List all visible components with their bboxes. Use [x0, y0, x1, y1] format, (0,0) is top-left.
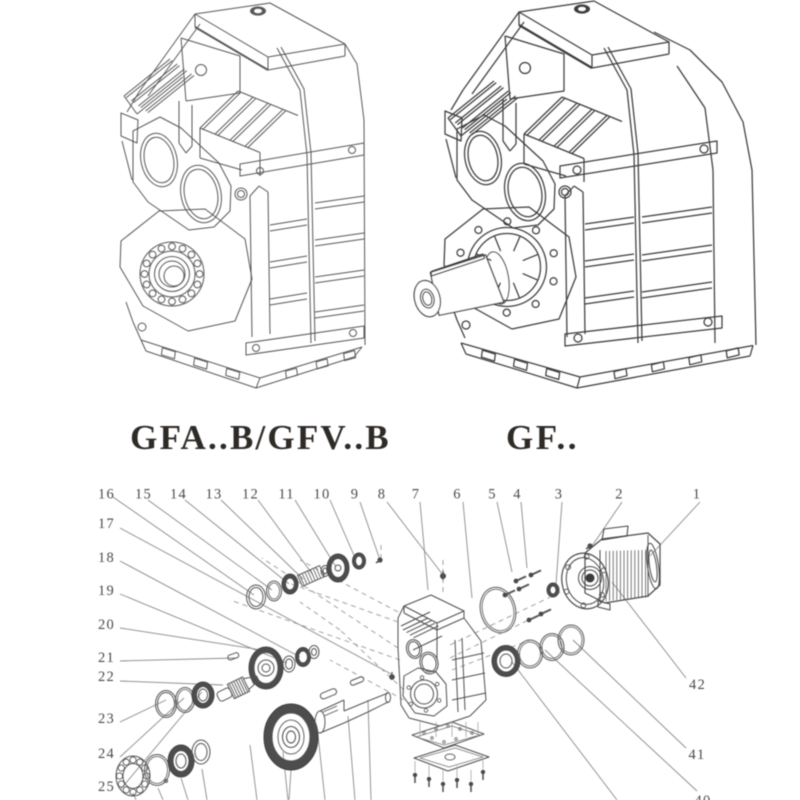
svg-text:4: 4: [513, 487, 521, 503]
svg-text:10: 10: [314, 487, 331, 503]
svg-text:17: 17: [98, 516, 115, 532]
svg-text:6: 6: [453, 487, 461, 503]
svg-text:25: 25: [98, 779, 115, 795]
svg-text:2: 2: [615, 487, 623, 503]
svg-text:14: 14: [170, 487, 187, 503]
svg-text:19: 19: [98, 583, 115, 599]
svg-text:21: 21: [98, 650, 115, 666]
svg-text:GFA..B/GFV..B: GFA..B/GFV..B: [130, 418, 391, 457]
svg-text:24: 24: [98, 746, 115, 762]
svg-text:18: 18: [98, 550, 115, 566]
svg-text:20: 20: [98, 617, 115, 633]
svg-text:9: 9: [351, 487, 359, 503]
svg-text:GF..: GF..: [506, 418, 579, 457]
svg-text:40: 40: [695, 793, 712, 800]
svg-text:3: 3: [555, 487, 563, 503]
svg-text:12: 12: [242, 487, 259, 503]
svg-text:16: 16: [98, 487, 115, 503]
svg-text:7: 7: [412, 487, 420, 503]
svg-text:8: 8: [378, 487, 386, 503]
svg-text:23: 23: [98, 711, 115, 727]
svg-text:41: 41: [689, 747, 706, 763]
svg-text:22: 22: [98, 669, 115, 685]
svg-text:1: 1: [693, 487, 701, 503]
svg-text:13: 13: [206, 487, 223, 503]
svg-text:42: 42: [689, 677, 706, 693]
svg-text:5: 5: [488, 487, 496, 503]
svg-text:11: 11: [278, 487, 294, 503]
svg-text:15: 15: [135, 487, 152, 503]
